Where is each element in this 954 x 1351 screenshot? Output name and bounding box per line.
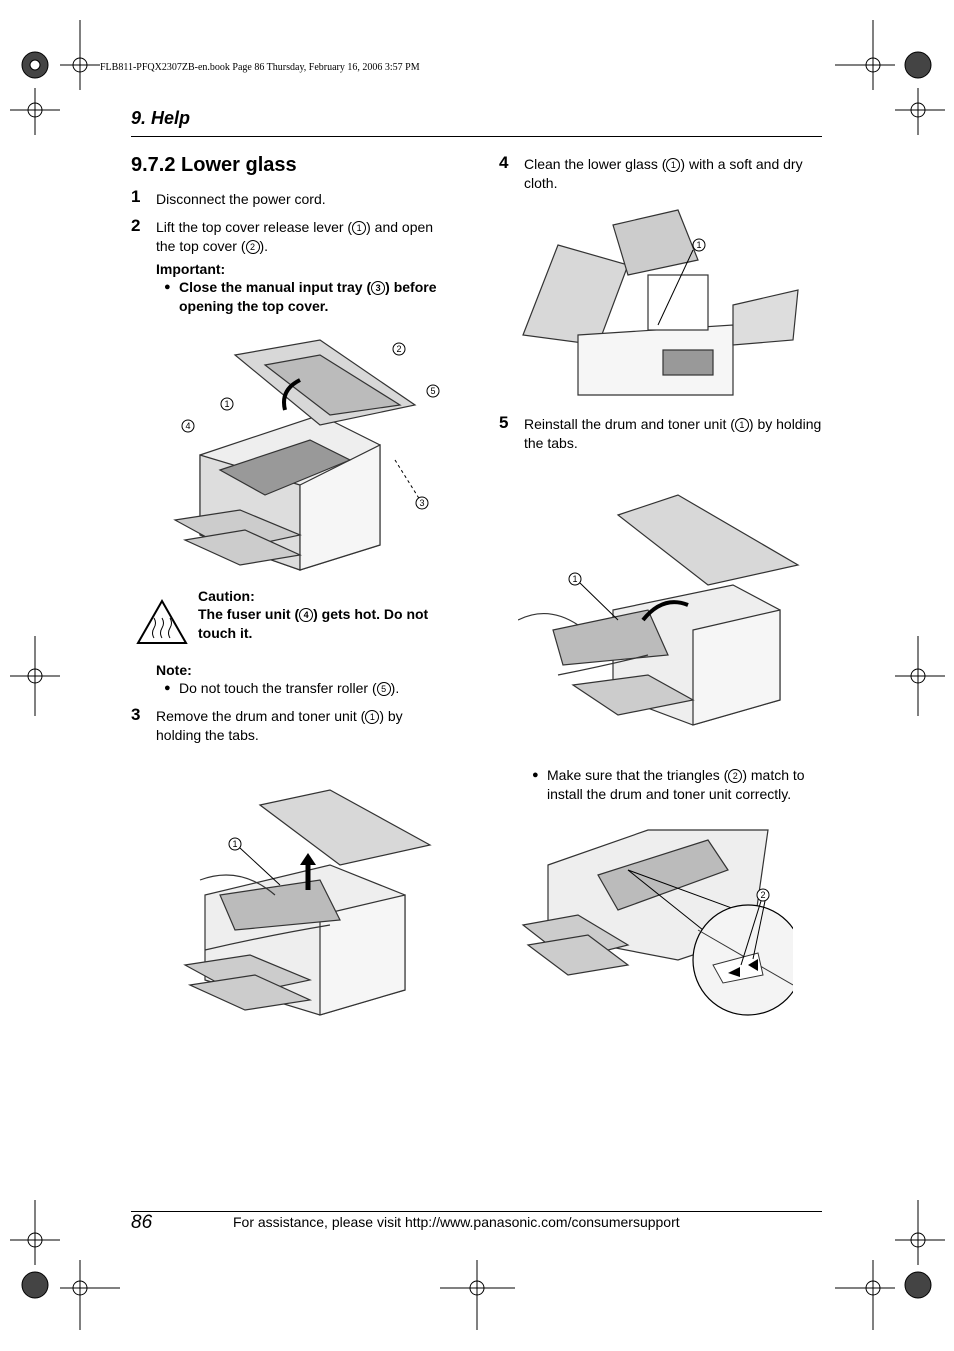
triangles-text: Make sure that the triangles (2) match t… [547, 767, 805, 802]
crosshair-icon [835, 20, 895, 90]
footer-rule [131, 1211, 822, 1212]
crosshair-icon [10, 88, 60, 135]
figure-remove-drum: 1 [183, 789, 432, 1016]
print-line: FLB811-PFQX2307ZB-en.book Page 86 Thursd… [100, 62, 420, 73]
step-number: 5 [499, 413, 509, 432]
callout-1: 1 [572, 574, 577, 584]
page-number: 86 [131, 1212, 153, 1233]
caution-label: Caution: [198, 588, 255, 604]
step-5-text: Reinstall the drum and toner unit (1) by… [524, 416, 822, 451]
step-1-text: Disconnect the power cord. [156, 191, 326, 207]
callout-2: 2 [396, 344, 401, 354]
callout-marker: 4 [299, 608, 314, 622]
crosshair-icon [895, 88, 945, 135]
triangle-icon [748, 959, 758, 971]
step-number: 2 [131, 216, 141, 235]
callout-marker: 1 [734, 418, 749, 432]
registration-mark-top-left [21, 51, 49, 79]
step-3-text: Remove the drum and toner unit (1) by ho… [156, 708, 403, 743]
bullet-icon: ● [164, 682, 171, 694]
step-2-text: Lift the top cover release lever (1) and… [156, 219, 434, 254]
callout-3: 3 [419, 498, 424, 508]
figure-clean-lower-glass: 1 [522, 209, 799, 396]
callout-4: 4 [185, 421, 190, 431]
callout-1: 1 [224, 399, 229, 409]
step-4-text: Clean the lower glass (1) with a soft an… [524, 156, 803, 191]
figure-triangle-alignment: 2 [521, 829, 793, 1016]
crosshair-icon [835, 1260, 895, 1330]
callout-marker: 5 [376, 682, 391, 696]
callout-1: 1 [696, 240, 701, 250]
callout-5: 5 [430, 386, 435, 396]
hot-surface-warning-icon [136, 598, 188, 644]
note-text: Do not touch the transfer roller (5). [179, 680, 400, 696]
crosshair-icon [60, 20, 100, 90]
crosshair-icon [10, 636, 60, 716]
caution-text: The fuser unit (4) gets hot. Do not touc… [198, 606, 429, 641]
step-number: 3 [131, 705, 141, 724]
callout-marker: 2 [245, 239, 260, 254]
section-title: 9.7.2 Lower glass [131, 154, 297, 176]
callout-marker: 1 [666, 158, 681, 172]
figure-open-top-cover: 2 5 1 4 3 [173, 339, 440, 571]
note-label: Note: [156, 662, 192, 678]
important-text: Close the manual input tray (3) before o… [179, 279, 437, 314]
figure-reinstall-drum: 1 [518, 494, 800, 726]
header-rule [131, 136, 822, 137]
callout-2: 2 [760, 890, 765, 900]
callout-1: 1 [232, 839, 237, 849]
callout-marker: 1 [365, 710, 380, 724]
step-number: 1 [131, 187, 141, 206]
callout-marker: 2 [728, 769, 743, 783]
insert-arrow-icon [641, 600, 689, 622]
chapter-title: 9. Help [131, 108, 191, 128]
assistance-text: For assistance, please visit http://www.… [233, 1214, 680, 1230]
lift-arrow-icon [282, 378, 301, 411]
step-number: 4 [499, 153, 509, 172]
crosshair-icon [60, 1260, 120, 1330]
crosshair-icon [10, 1200, 60, 1265]
callout-marker: 1 [352, 221, 367, 235]
triangle-icon [728, 967, 740, 977]
crosshair-icon [895, 1200, 945, 1265]
important-label: Important: [156, 261, 226, 277]
callout-marker: 3 [371, 281, 386, 295]
bullet-icon: ● [532, 769, 539, 781]
crosshair-icon [895, 636, 945, 716]
bullet-icon: ● [164, 281, 171, 293]
crosshair-icon [440, 1260, 515, 1330]
